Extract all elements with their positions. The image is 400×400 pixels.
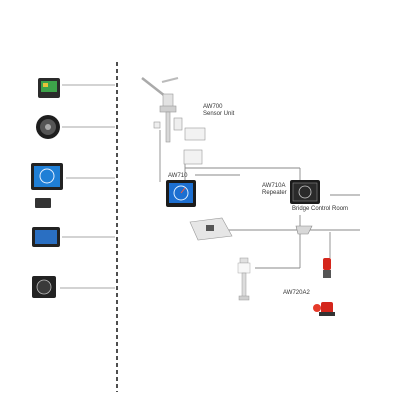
main-indicator-icon [166,180,196,207]
indicator-model: AW710 [168,173,188,179]
left-connectors [60,84,115,289]
repeater-icon [290,180,320,204]
left-device-2-compass [36,115,60,139]
control-panel-icon [189,217,233,241]
junction-box-icon [295,225,313,235]
alarm-beacon-icon [313,258,335,316]
sensor-unit-icon [141,77,206,165]
sensor-unit-name: Sensor Unit [203,111,235,117]
left-device-4-display [32,227,60,247]
left-device-5-display [32,276,56,298]
alarm-model: AW720A2 [283,290,310,296]
left-device-1 [38,78,60,98]
light-tower-icon [237,257,251,301]
sensor-unit-model: AW700 [203,104,223,110]
repeater-name: Repeater [262,190,287,196]
left-device-3-display [31,163,63,208]
bridge-control-room: Bridge Control Room [292,206,349,212]
repeater-model: AW710A [262,183,286,189]
